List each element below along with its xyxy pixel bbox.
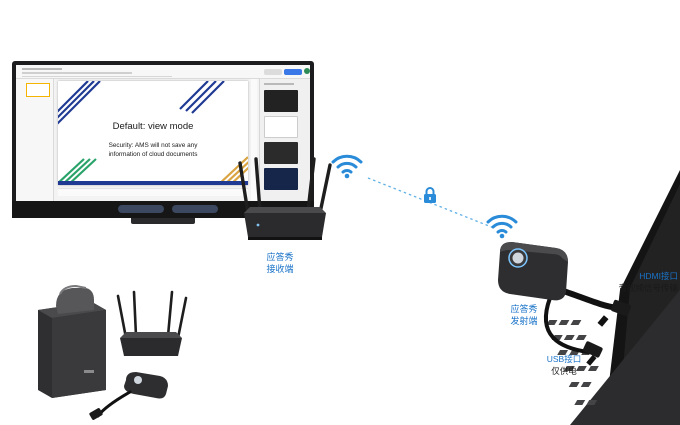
usb-port-description: 仅供电 — [551, 366, 577, 376]
theme-card[interactable] — [264, 142, 298, 164]
receiver-label: 应答秀 接收端 — [250, 251, 310, 275]
menu-bar-placeholder — [22, 72, 132, 74]
display-bottom-bezel — [12, 201, 314, 218]
themes-panel — [259, 79, 310, 201]
wifi-icon — [331, 154, 363, 179]
wifi-icon — [486, 214, 518, 239]
doc-title-placeholder — [22, 68, 62, 70]
theme-card[interactable] — [264, 116, 298, 138]
hdmi-port-title: HDMI接口 — [639, 271, 678, 281]
usb-port-label: USB接口 仅供电 — [524, 353, 604, 377]
slide-thumbnail-rail — [16, 79, 54, 201]
slide-thumbnail[interactable] — [26, 83, 50, 97]
share-button[interactable] — [284, 69, 302, 75]
slide-body-line: information of cloud documents — [108, 150, 198, 158]
transmitter-device — [498, 242, 631, 358]
panel-header-placeholder — [264, 83, 294, 85]
present-button[interactable] — [264, 69, 282, 75]
theme-card[interactable] — [264, 168, 298, 190]
hdmi-port-label: HDMI接口 音视频信号传输 — [586, 270, 678, 294]
hdmi-port-description: 音视频信号传输 — [618, 283, 678, 293]
theme-card[interactable] — [264, 90, 298, 112]
slide-body: Security: AMS will not save any informat… — [68, 142, 238, 159]
exit-button[interactable] — [118, 205, 164, 213]
slide-body-line: Security: AMS will not save any — [108, 142, 198, 149]
receiver-label-line: 应答秀 — [266, 252, 294, 262]
receiver-device — [238, 157, 332, 240]
transmitter-label-line: 应答秀 — [510, 304, 538, 314]
laptop — [546, 170, 680, 425]
toolbar-placeholder — [22, 75, 172, 77]
usb-port-title: USB接口 — [546, 354, 582, 364]
scrollbar[interactable] — [251, 79, 257, 201]
transmitter-label: 应答秀 发射端 — [492, 303, 556, 327]
slides-app-toolbar — [16, 65, 310, 79]
avatar[interactable] — [304, 68, 310, 74]
camera-bar — [131, 218, 195, 224]
slide-canvas: Default: view mode Security: AMS will no… — [58, 81, 248, 185]
transmitter-label-line: 发射端 — [510, 316, 538, 326]
speaker-notes-bar[interactable] — [58, 188, 248, 196]
lock-icon — [424, 187, 436, 203]
receiver-label-line: 接收端 — [266, 264, 294, 274]
slide-decoration — [58, 81, 248, 185]
product-kit — [38, 284, 188, 420]
display-screen: Default: view mode Security: AMS will no… — [16, 65, 310, 201]
refresh-button[interactable] — [172, 205, 218, 213]
slide-title: Default: view mode — [112, 121, 194, 132]
